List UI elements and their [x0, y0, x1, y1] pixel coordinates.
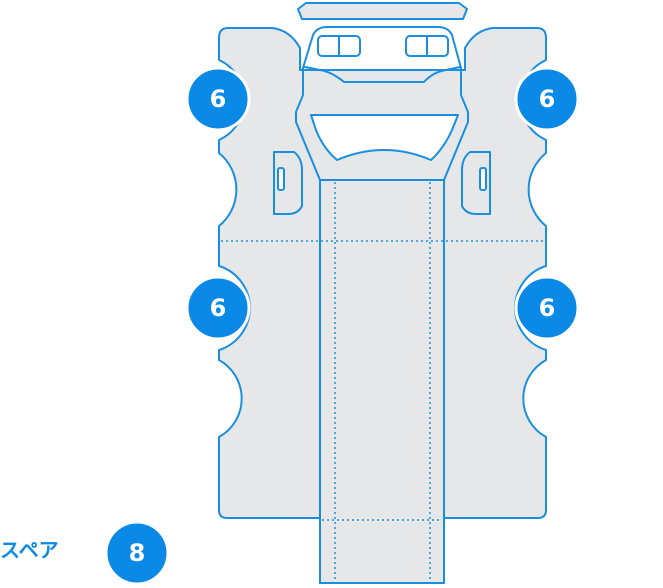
badge-value: 6	[210, 85, 227, 113]
spare-label: スペア	[0, 538, 59, 562]
left-side-tab	[273, 151, 303, 215]
count-badge-middle-left: 6	[185, 275, 251, 341]
count-badge-top-right: 6	[514, 66, 580, 132]
count-badge-middle-right: 6	[514, 275, 580, 341]
top-strip-piece	[297, 2, 468, 20]
right-tab-slot	[479, 167, 487, 191]
main-template-body	[218, 27, 547, 584]
head-section-outline	[295, 26, 469, 181]
badge-value: 6	[539, 85, 556, 113]
spare-count-badge: 8	[104, 520, 170, 586]
mouth-cutout	[310, 114, 459, 161]
brow-line	[304, 66, 461, 83]
count-badge-top-left: 6	[185, 66, 251, 132]
spare-count-value: 8	[129, 539, 146, 567]
badge-value: 6	[210, 294, 227, 322]
right-side-tab	[461, 151, 491, 215]
badge-value: 6	[539, 294, 556, 322]
left-tab-slot	[277, 167, 285, 191]
